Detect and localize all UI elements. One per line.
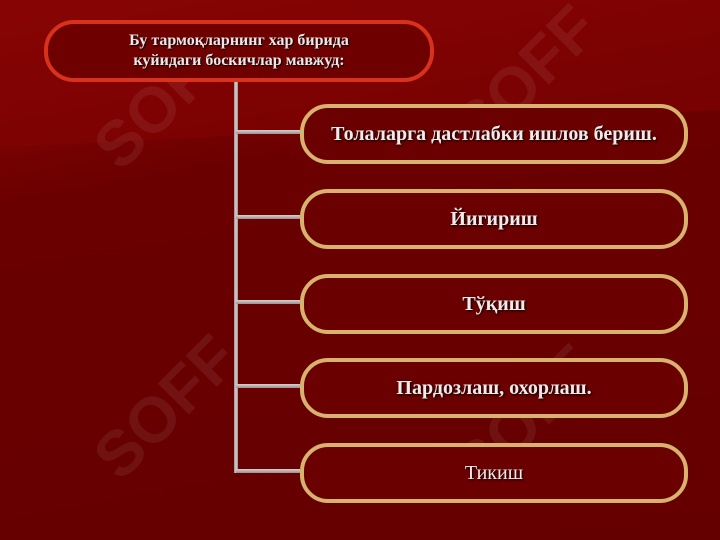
step-box-fiber-processing: Толаларга дастлабки ишлов бериш. [300, 104, 688, 164]
title-box: Бу тармоқларнинг хар бирида куйидаги бос… [44, 20, 434, 82]
connector-branch [236, 130, 300, 134]
title-line: куйидаги боскичлар мавжуд: [133, 52, 345, 69]
step-box-sewing: Тикиш [300, 443, 688, 503]
step-box-finishing: Пардозлаш, охорлаш. [300, 358, 688, 418]
connector-branch [236, 215, 300, 219]
connector-branch [236, 384, 300, 388]
step-box-spinning: Йигириш [300, 189, 688, 249]
connector-branch [236, 300, 300, 304]
connector-trunk [234, 82, 238, 473]
step-box-weaving: Тўқиш [300, 274, 688, 334]
connector-branch [236, 469, 300, 473]
title-line: Бу тармоқларнинг хар бирида [129, 32, 349, 49]
